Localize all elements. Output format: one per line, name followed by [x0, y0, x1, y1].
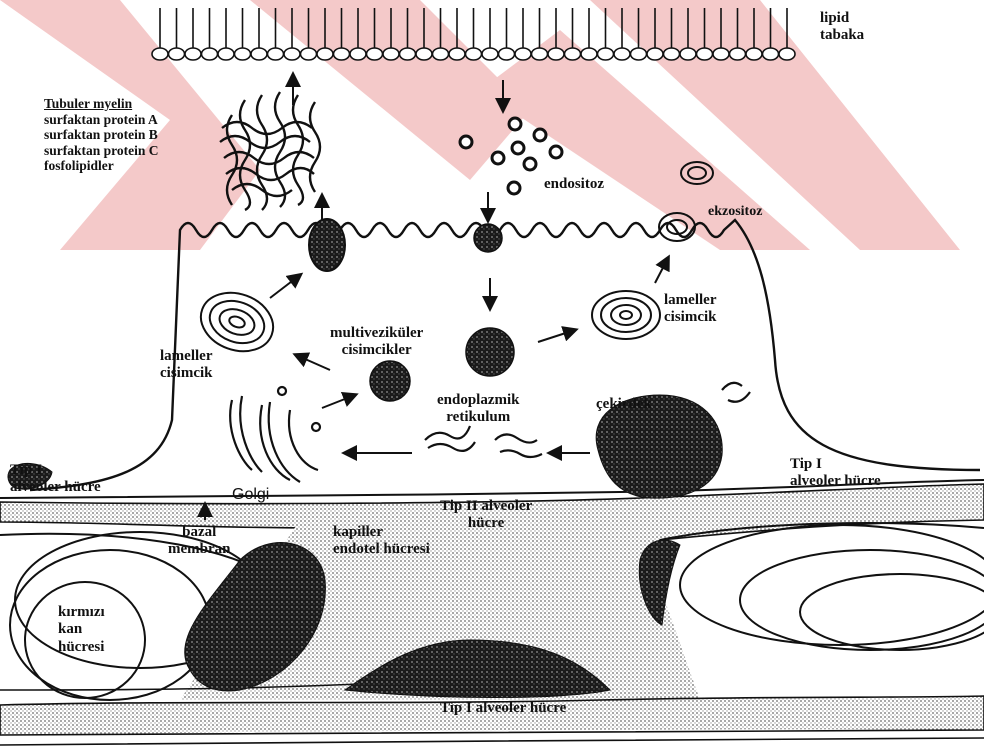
lipid-head [350, 48, 366, 60]
lipid-head [367, 48, 383, 60]
lipid-head [202, 48, 218, 60]
lipid-head [301, 48, 317, 60]
tubular-myelin-item: surfaktan protein A [44, 112, 159, 128]
lipid-head [680, 48, 696, 60]
lipid-head [383, 48, 399, 60]
golgi-label: Golgi [232, 486, 269, 504]
lipid-head [532, 48, 548, 60]
multivesicular-bodies [370, 224, 514, 401]
tubular-myelin-legend: Tubuler myelin surfaktan protein A surfa… [44, 96, 159, 174]
lipid-head [664, 48, 680, 60]
lipid-head [466, 48, 482, 60]
tubular-myelin-item: surfaktan protein C [44, 143, 159, 159]
type1-cell-bottom-label: Tip I alveoler hücre [440, 700, 566, 717]
lipid-head [416, 48, 432, 60]
lipid-head [152, 48, 168, 60]
lamellar-body-right-label: lameller cisimcik [664, 292, 717, 327]
red-blood-cell-label: kırmızı kan hücresi [58, 604, 105, 656]
exocytosis-label: ekzositoz [708, 204, 762, 220]
lipid-head [647, 48, 663, 60]
basal-membrane-label: bazal membran [168, 524, 231, 559]
lipid-head [334, 48, 350, 60]
lipid-head [499, 48, 515, 60]
lipid-head [581, 48, 597, 60]
nucleus-label: çekirdek [596, 396, 652, 413]
lipid-head [268, 48, 284, 60]
lipid-head [565, 48, 581, 60]
lipid-head [284, 48, 300, 60]
lipid-head [598, 48, 614, 60]
lipid-head [763, 48, 779, 60]
capillary-endothelial-label: kapiller endotel hücresi [333, 524, 430, 559]
lipid-head [614, 48, 630, 60]
type2-cell-label: Tip II alveoler hücre [440, 498, 532, 533]
lipid-head [251, 48, 267, 60]
tubular-myelin-item: surfaktan protein B [44, 127, 159, 143]
lipid-head [697, 48, 713, 60]
lipid-head [449, 48, 465, 60]
tubular-myelin-item: fosfolipidler [44, 158, 159, 174]
lipid-head [317, 48, 333, 60]
tubular-myelin-title: Tubuler myelin [44, 96, 159, 112]
lipid-head [779, 48, 795, 60]
type1-cell-left-label: Tip I alveoler hücre [10, 462, 101, 497]
endocytosis-label: endositoz [544, 176, 604, 193]
lipid-head [746, 48, 762, 60]
lipid-head [548, 48, 564, 60]
lipid-head [169, 48, 185, 60]
lipid-head [713, 48, 729, 60]
lipid-head [235, 48, 251, 60]
type1-cell-right-label: Tip I alveoler hücre [790, 456, 881, 491]
lamellar-body-left-label: lameller cisimcik [160, 348, 213, 383]
multivesicular-bodies-label: multiveziküler cisimcikler [330, 325, 423, 360]
golgi-apparatus [230, 387, 320, 482]
lipid-head [631, 48, 647, 60]
lipid-head [218, 48, 234, 60]
endoplasmic-reticulum-label: endoplazmik retikulum [437, 392, 520, 427]
lipid-head [482, 48, 498, 60]
red-blood-cells-right [660, 523, 984, 650]
lipid-layer-label: lipid tabaka [820, 10, 864, 45]
lipid-head [433, 48, 449, 60]
lipid-head [185, 48, 201, 60]
lipid-head [730, 48, 746, 60]
lipid-head [400, 48, 416, 60]
lipid-head [515, 48, 531, 60]
